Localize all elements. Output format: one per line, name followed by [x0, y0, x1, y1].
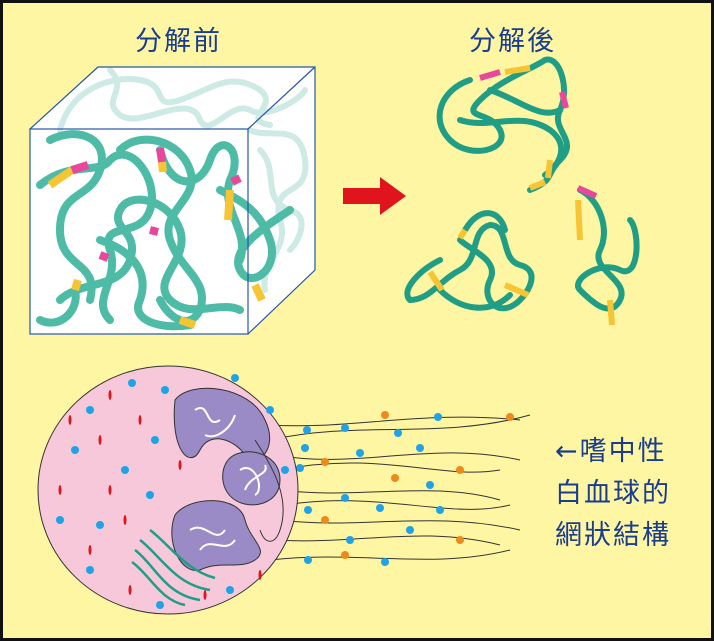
label-after: 分解後: [469, 26, 556, 57]
fragment-segments: [427, 65, 615, 326]
neutrophil-cell: [37, 365, 299, 615]
net-fibers: [269, 414, 531, 561]
right-arrow-icon: [343, 177, 406, 215]
caption-neutrophil-net: ←嗜中性 白血球的 網狀結構: [555, 431, 671, 557]
fiber-dots: [296, 411, 514, 566]
diagram-canvas: [29, 56, 640, 615]
caption-line-2: 白血球的: [555, 478, 671, 509]
caption-line-1: ←嗜中性: [555, 436, 667, 467]
fragments-after: [404, 56, 640, 312]
golgi: [131, 529, 216, 607]
front-fibers: [36, 130, 294, 331]
chromatin: [189, 407, 267, 551]
cube-before: [29, 66, 316, 335]
label-before: 分解前: [135, 26, 222, 57]
caption-line-3: 網狀結構: [555, 520, 671, 551]
segments: [47, 147, 266, 329]
